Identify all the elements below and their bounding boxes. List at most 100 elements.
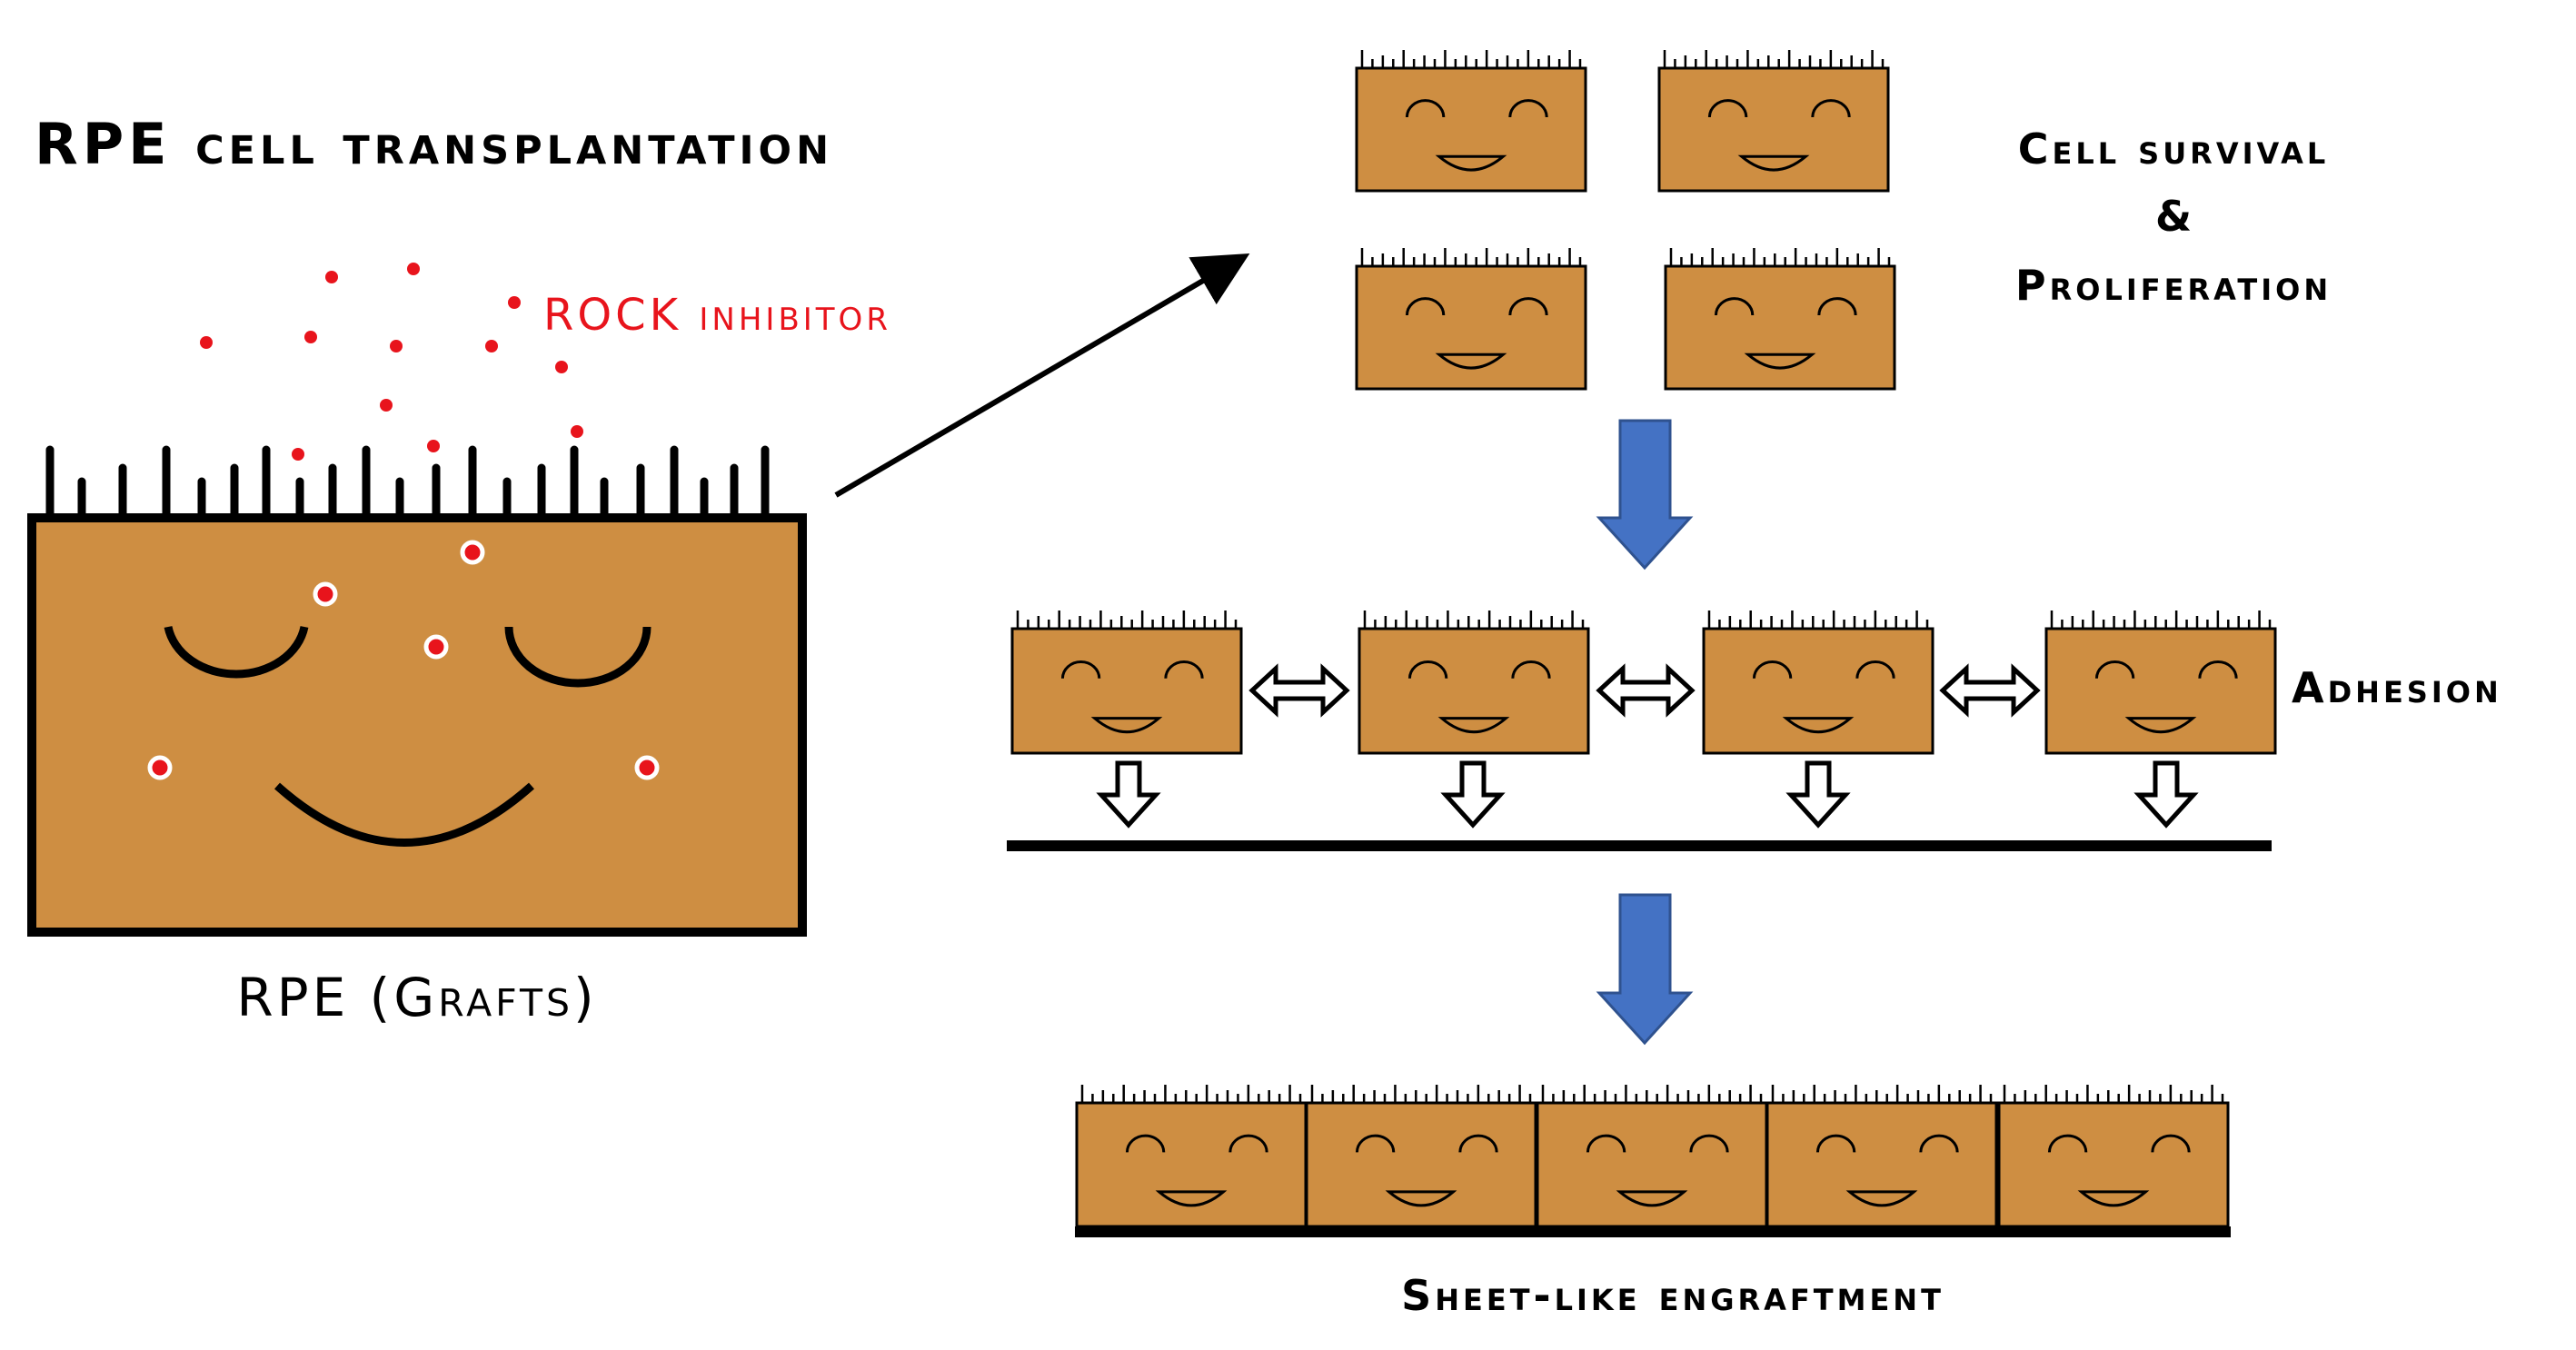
flow-arrow-down-1: [1596, 419, 1694, 571]
cell-left-eye: [1405, 297, 1446, 316]
cell-left-eye: [2047, 1134, 2088, 1153]
cell-mouth: [1437, 717, 1510, 734]
diagram-title: RPE cell transplantation: [35, 111, 833, 177]
cell-body: [1657, 66, 1890, 193]
engrafted-cell: [1075, 1085, 1308, 1228]
cell-right-eye: [2198, 660, 2238, 679]
cell-left-eye: [1405, 99, 1446, 118]
cell-body: [1765, 1101, 1998, 1228]
graft-right-eye: [504, 626, 651, 688]
cell-body: [1536, 1101, 1768, 1228]
cell-right-eye: [1689, 1134, 1729, 1153]
cell-right-eye: [1511, 660, 1551, 679]
survival-label-line3: Proliferation: [2015, 261, 2332, 310]
rock-inhibitor-label: ROCK inhibitor: [543, 290, 891, 341]
cell-microvilli: [1360, 50, 1582, 68]
cell-mouth: [2077, 1190, 2150, 1207]
cell-mouth: [1090, 717, 1163, 734]
cell-left-eye: [1060, 660, 1101, 679]
graft-label: RPE (Grafts): [236, 967, 597, 1028]
cell-left-eye: [1407, 660, 1448, 679]
cell-left-eye: [1707, 99, 1748, 118]
graft-cell-body: [27, 513, 807, 937]
cell-mouth: [1435, 352, 1507, 370]
cell-microvilli: [1541, 1085, 1763, 1103]
cell-microvilli: [1663, 50, 1885, 68]
double-arrow: [1596, 663, 1696, 718]
cell-right-eye: [1817, 297, 1857, 316]
graft-smile: [274, 782, 534, 847]
rock-inhibitor-dots: [200, 263, 583, 461]
cell-right-eye: [1919, 1134, 1959, 1153]
adhering-cell: [2044, 610, 2277, 755]
cell-left-eye: [1815, 1134, 1856, 1153]
cell-body: [1358, 627, 1590, 755]
graft-microvilli: [45, 445, 770, 522]
graft-left-eye: [164, 626, 309, 679]
cell-body: [1997, 1101, 2230, 1228]
transplant-arrow: [834, 253, 1250, 498]
adhering-cell: [1010, 610, 1243, 755]
engraftment-label: Sheet-like engraftment: [1401, 1271, 1944, 1320]
cell-right-eye: [1164, 660, 1204, 679]
survival-label-ampersand: &: [2155, 192, 2192, 241]
cell-body: [1075, 1101, 1308, 1228]
double-arrow: [1248, 663, 1350, 718]
membrane-line-adhesion: [1007, 840, 2272, 851]
engrafted-cell: [1536, 1085, 1768, 1228]
cell-left-eye: [2094, 660, 2135, 679]
cell-body: [1664, 264, 1896, 391]
cell-microvilli: [1016, 610, 1238, 629]
large-rpe-graft-cell: [27, 445, 807, 937]
proliferating-cell: [1657, 50, 1890, 193]
adhesion-label: Adhesion: [2292, 663, 2502, 712]
cell-microvilli: [1360, 248, 1582, 266]
cell-mouth: [1782, 717, 1855, 734]
cell-mouth: [1737, 154, 1810, 172]
cell-body: [1702, 627, 1934, 755]
cell-microvilli: [2050, 610, 2272, 629]
cell-body: [1305, 1101, 1537, 1228]
adhering-cell: [1358, 610, 1590, 755]
cell-microvilli: [2003, 1085, 2224, 1103]
cell-left-eye: [1714, 297, 1755, 316]
adhesion-double-arrows: [1248, 663, 2041, 718]
engrafted-cell: [1305, 1085, 1537, 1228]
down-arrow: [1096, 760, 1161, 829]
cell-body: [1355, 264, 1587, 391]
cell-right-eye: [1811, 99, 1851, 118]
cell-mouth: [1845, 1190, 1918, 1207]
cell-left-eye: [1125, 1134, 1166, 1153]
absorbed-inhibitor-dots: [147, 540, 660, 780]
cell-microvilli: [1771, 1085, 1993, 1103]
cell-mouth: [1435, 154, 1507, 172]
proliferating-cell: [1355, 50, 1587, 193]
double-arrow: [1939, 663, 2041, 718]
cell-left-eye: [1586, 1134, 1626, 1153]
engrafted-cell: [1997, 1085, 2230, 1228]
cell-body: [1355, 66, 1587, 193]
proliferating-cell: [1355, 248, 1587, 391]
cell-mouth: [1155, 1190, 1228, 1207]
cell-body: [2044, 627, 2277, 755]
cell-microvilli: [1080, 1085, 1302, 1103]
small-cells-layer: [1010, 50, 2277, 1228]
down-arrow: [1785, 760, 1851, 829]
cell-right-eye: [1228, 1134, 1268, 1153]
down-arrow: [2133, 760, 2199, 829]
cell-mouth: [1385, 1190, 1457, 1207]
cell-left-eye: [1355, 1134, 1396, 1153]
cell-right-eye: [1508, 99, 1548, 118]
cell-microvilli: [1707, 610, 1929, 629]
attachment-down-arrows: [1096, 760, 2199, 829]
cell-right-eye: [1855, 660, 1895, 679]
cell-mouth: [1616, 1190, 1688, 1207]
cell-microvilli: [1363, 610, 1585, 629]
cell-right-eye: [1508, 297, 1548, 316]
cell-left-eye: [1752, 660, 1793, 679]
cell-mouth: [2124, 717, 2197, 734]
cell-body: [1010, 627, 1243, 755]
cell-microvilli: [1310, 1085, 1532, 1103]
engrafted-cell: [1765, 1085, 1998, 1228]
